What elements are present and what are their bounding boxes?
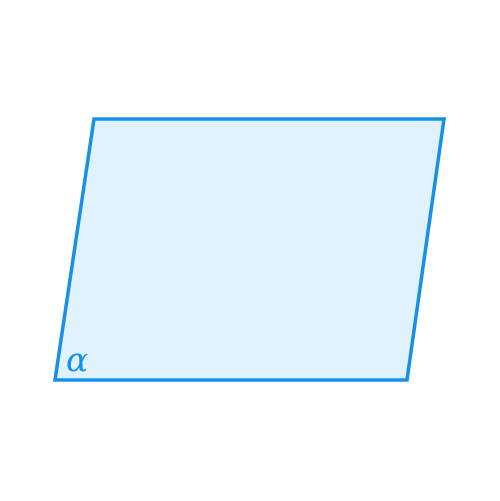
plane-parallelogram: [52, 117, 447, 382]
plane-label-alpha: α: [66, 340, 88, 379]
